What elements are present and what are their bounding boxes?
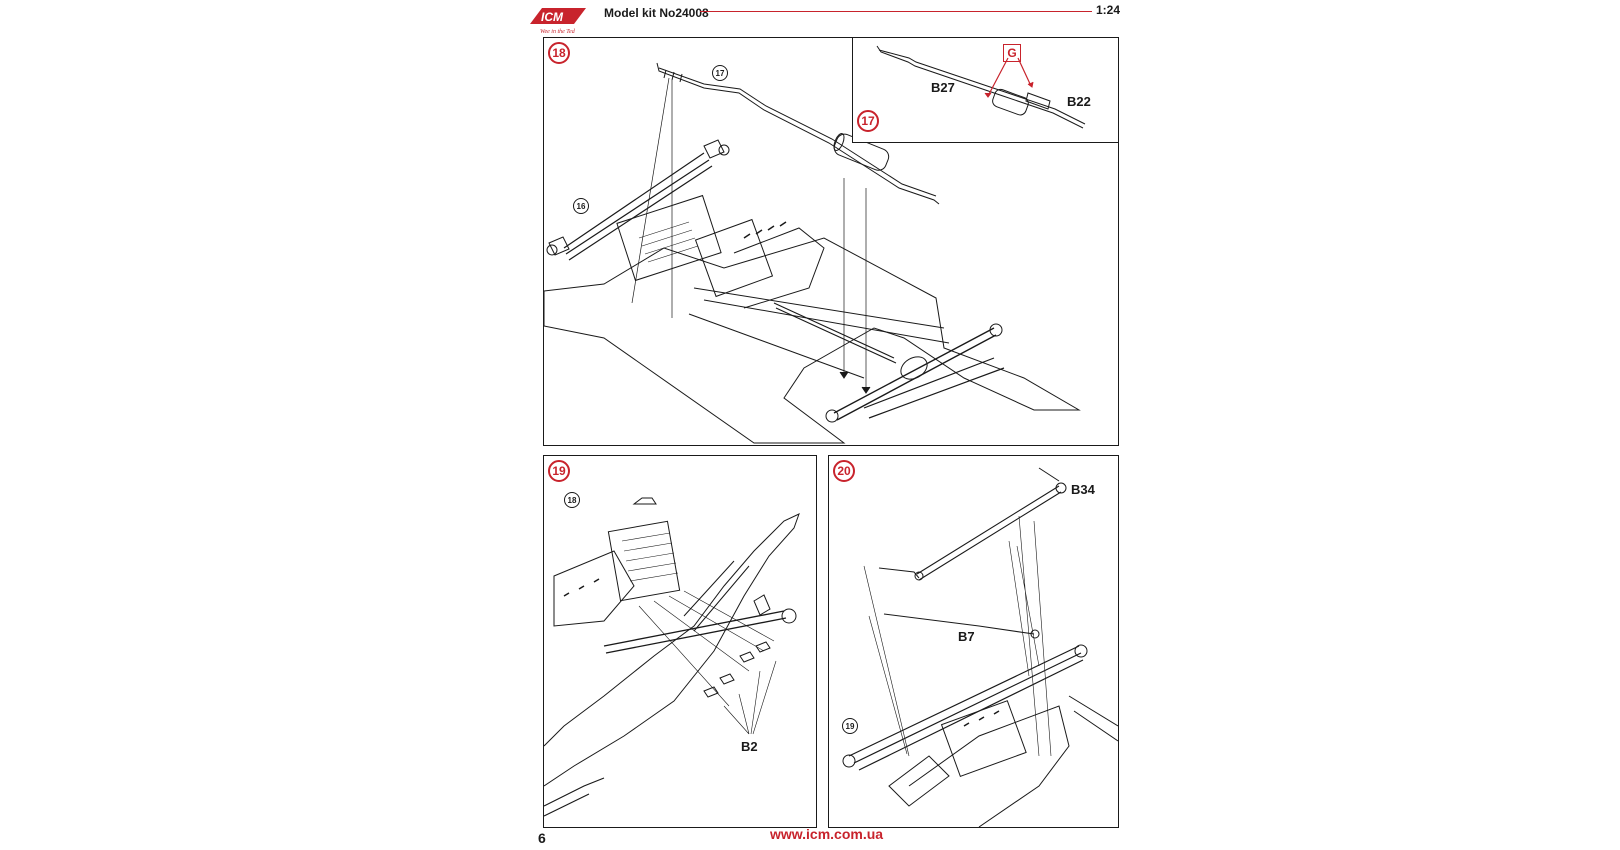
step-20-badge: 20 xyxy=(833,460,855,482)
website-link[interactable]: www.icm.com.ua xyxy=(770,826,884,842)
header-rule xyxy=(700,11,1092,12)
part-b2: B2 xyxy=(741,739,758,754)
kit-number: Model kit No24008 xyxy=(604,6,709,20)
part-b27: B27 xyxy=(931,80,955,95)
scale-label: 1:24 xyxy=(1096,3,1121,17)
step-19-drawing xyxy=(544,497,800,817)
step-17-drawing xyxy=(876,45,1086,129)
svg-text:Wee in the Ted: Wee in the Ted xyxy=(540,29,576,35)
step-17-inset: 17 G B27 B22 xyxy=(852,37,1119,143)
ref-step-18: 18 xyxy=(564,492,580,508)
step-18-badge: 18 xyxy=(548,42,570,64)
step-20-drawing xyxy=(842,467,1118,827)
page-number: 6 xyxy=(538,830,546,846)
icm-logo: ICM Wee in the Ted xyxy=(528,4,588,36)
step-19-panel: 19 18 B2 xyxy=(543,455,817,828)
ref-step-16: 16 xyxy=(573,198,589,214)
step-19-badge: 19 xyxy=(548,460,570,482)
glue-marker: G xyxy=(1003,44,1021,62)
part-b34: B34 xyxy=(1071,482,1095,497)
ref-step-17: 17 xyxy=(712,65,728,81)
step-17-badge: 17 xyxy=(857,110,879,132)
part-b7: B7 xyxy=(958,629,975,644)
step-20-panel: 20 B34 B7 19 xyxy=(828,455,1119,828)
part-b22: B22 xyxy=(1067,94,1091,109)
ref-step-19: 19 xyxy=(842,718,858,734)
icm-logo-mark: ICM Wee in the Ted xyxy=(530,8,586,35)
svg-text:ICM: ICM xyxy=(541,10,564,24)
step-18-drawing xyxy=(544,62,1081,444)
